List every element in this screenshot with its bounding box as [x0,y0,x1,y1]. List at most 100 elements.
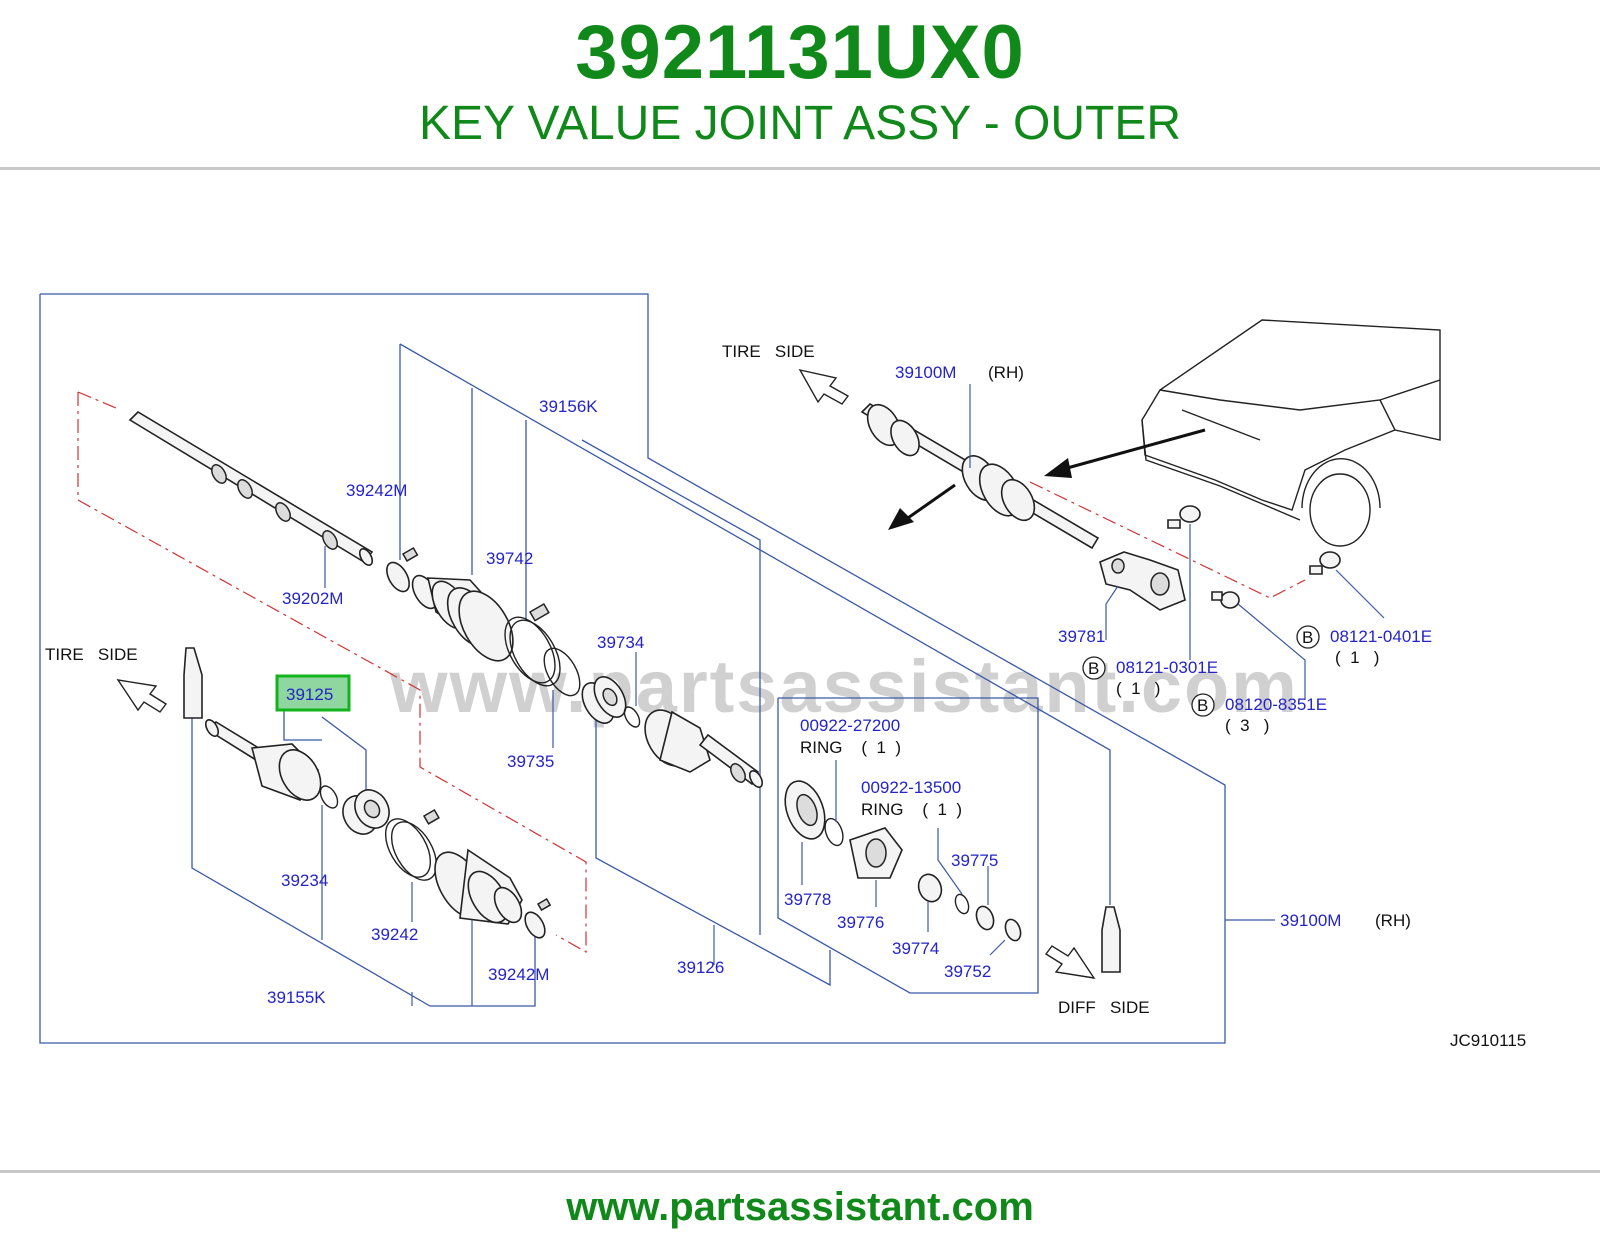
b-label-0401E: B [1302,628,1313,647]
footer-url[interactable]: www.partsassistant.com [566,1185,1034,1229]
ring-label-a: RING ( 1 ) [800,738,901,757]
tripod-39776 [849,827,903,879]
label-diff-side: DIFF SIDE [1058,998,1150,1017]
page-header: 3921131UX0 KEY VALUE JOINT ASSY - OUTER [0,0,1600,168]
arrow-to-car [1044,428,1206,478]
callout-39100M-top[interactable]: 39100M [895,363,956,382]
bolt-08121-0301E [1167,505,1201,529]
leader-00922-13500 [937,828,963,895]
callout-39752[interactable]: 39752 [944,962,991,981]
frame-39155K [191,718,536,1007]
callout-39742[interactable]: 39742 [486,549,533,568]
callout-39242[interactable]: 39242 [371,925,418,944]
callout-39156K[interactable]: 39156K [539,397,598,416]
footer-divider [0,1170,1600,1173]
boot-39155K [434,848,523,925]
b-label-0301E: B [1088,659,1099,678]
callout-39775[interactable]: 39775 [951,851,998,870]
b-circle-8351E [1191,693,1215,717]
highlight-box-39125[interactable] [275,674,351,712]
callout-39778[interactable]: 39778 [784,890,831,909]
b-label-8351E: B [1197,696,1208,715]
diff-side-arrow [1044,945,1096,979]
leader-39125-b [321,716,367,790]
callout-rh-bottom: (RH) [1375,911,1411,930]
shaft-39202M [128,410,374,566]
callout-rh-top: (RH) [988,363,1024,382]
qty-08120-8351E: ( 3 ) [1225,716,1269,735]
washer-39775 [975,905,995,931]
frame-outer [39,293,1226,1044]
part-description: KEY VALUE JOINT ASSY - OUTER [418,97,1182,150]
b-circle-0401E [1296,625,1320,649]
boot-39742 [411,574,514,662]
phantom-line-left [77,392,587,954]
tool-right [1101,906,1121,973]
joint-housing-39126 [644,709,764,788]
callout-08120-8351E[interactable]: 08120-8351E [1225,695,1327,714]
leader-39126-inner [581,439,761,935]
callout-39242M-bottom[interactable]: 39242M [488,965,549,984]
header-divider [0,167,1600,170]
ring-00922-13500 [954,893,970,915]
tire-side-arrow-left [116,679,168,713]
leader-39781 [1105,585,1119,640]
leader-39752 [989,939,1006,956]
clamp-39242M-bottom [524,897,552,939]
bolt-08120-8351E [1211,591,1240,609]
callout-39234[interactable]: 39234 [281,871,328,890]
frame-39156K [399,343,1111,905]
inner-race-39125 [342,789,390,835]
callout-39735[interactable]: 39735 [507,752,554,771]
seal-39778 [784,780,826,840]
car-outline [1141,319,1441,547]
callout-39774[interactable]: 39774 [892,939,939,958]
snap-ring-39735 [543,647,581,697]
circlip-39734 [623,706,641,728]
callout-00922-27200[interactable]: 00922-27200 [800,716,900,735]
ring-00922-27200 [824,817,844,847]
clamp-39242M-top [386,546,419,593]
bolt-08121-0401E [1309,551,1341,575]
bearing-39774 [917,873,943,903]
callout-39776[interactable]: 39776 [837,913,884,932]
phantom-line-right [1029,481,1306,599]
shaft-39100M [860,402,1100,550]
ring-label-b: RING ( 1 ) [861,800,962,819]
callout-00922-13500[interactable]: 00922-13500 [861,778,961,797]
callout-39242M-top[interactable]: 39242M [346,481,407,500]
part-number-title: 3921131UX0 [575,10,1025,95]
tire-side-arrow-top [798,368,850,405]
bearing-39734 [581,676,627,724]
leader-08120-8351E [1237,603,1306,700]
arrow-to-diagram [888,483,956,530]
phantom-line-top [77,391,117,409]
callout-08121-0301E[interactable]: 08121-0301E [1116,658,1218,677]
callout-39202M[interactable]: 39202M [282,589,343,608]
callout-39734[interactable]: 39734 [597,633,644,652]
leader-39125 [283,710,322,741]
callout-39781[interactable]: 39781 [1058,627,1105,646]
leader-08121-0401E [1335,569,1385,619]
b-circle-0301E [1082,656,1106,680]
callout-39100M-bottom[interactable]: 39100M [1280,911,1341,930]
diagram-code: JC910115 [1450,1031,1526,1050]
callout-39155K[interactable]: 39155K [267,988,326,1007]
label-tire-side-top: TIRE SIDE [722,342,815,361]
watermark: www.partsassistant.com [389,645,1299,728]
callout-08121-0401E[interactable]: 08121-0401E [1330,627,1432,646]
callout-39126[interactable]: 39126 [677,958,724,977]
qty-08121-0301E: ( 1 ) [1116,679,1160,698]
tool-left [183,647,203,719]
bracket-39781 [1099,551,1186,611]
frame-39126-kit [777,697,1039,994]
outer-joint-39125 [204,719,322,801]
circlip-39234 [319,785,339,809]
qty-08121-0401E: ( 1 ) [1335,648,1379,667]
clamp-39742 [504,602,561,687]
clamp-39242 [384,808,440,881]
callout-39125[interactable]: 39125 [286,685,333,704]
label-tire-side-left: TIRE SIDE [45,645,138,664]
snap-ring-39752 [1004,918,1022,942]
